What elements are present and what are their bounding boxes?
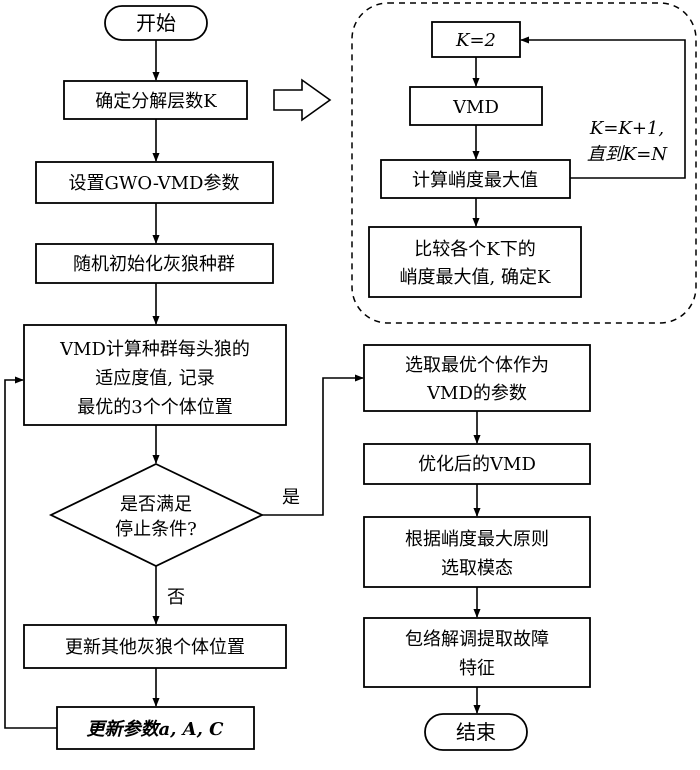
set-params-label: 设置GWO-VMD参数 <box>69 173 240 194</box>
end-label: 结束 <box>456 720 496 744</box>
loop-label-line-2: 直到K=N <box>587 144 669 165</box>
compare-line-2: 峭度最大值, 确定K <box>400 267 551 288</box>
edge-label-no: 否 <box>167 587 185 608</box>
update-positions-label: 更新其他灰狼个体位置 <box>65 637 245 658</box>
update-positions-node <box>23 624 287 669</box>
hollow-arrow-to-subprocess <box>273 78 332 122</box>
determine-k-label: 确定分解层数K <box>95 91 217 112</box>
envelope-node <box>363 617 591 688</box>
arrow-loop-back <box>4 376 57 729</box>
vmd-fitness-line-1: VMD计算种群每头狼的 <box>59 339 250 360</box>
sub-vmd-label: VMD <box>452 97 499 118</box>
arrow-decision-yes <box>262 374 364 516</box>
arrow-subprocess-loop <box>520 36 686 179</box>
optimized-vmd-label: 优化后的VMD <box>418 454 536 475</box>
sub-vmd-node <box>409 86 543 126</box>
compare-node <box>368 226 582 298</box>
envelope-line-2: 特征 <box>459 658 495 679</box>
select-mode-node <box>363 516 591 588</box>
vmd-fitness-line-3: 最优的3个个体位置 <box>77 397 232 418</box>
stop-condition-decision <box>48 463 265 567</box>
update-params-label: 更新参数a, A, C <box>86 719 224 740</box>
stop-condition-line-1: 是否满足 <box>120 494 192 515</box>
max-kurtosis-label: 计算峭度最大值 <box>412 170 538 191</box>
k-init-node <box>431 21 521 58</box>
set-params-node <box>35 161 274 204</box>
stop-condition-line-2: 停止条件? <box>115 519 197 540</box>
compare-line-1: 比较各个K下的 <box>414 239 535 260</box>
select-mode-line-2: 选取模态 <box>441 558 513 579</box>
edge-label-yes: 是 <box>282 487 300 508</box>
vmd-fitness-line-2: 适应度值, 记录 <box>95 368 214 389</box>
init-population-node <box>35 243 274 284</box>
k-init-label: K=2 <box>455 30 496 51</box>
select-best-node <box>363 344 591 412</box>
subprocess-container <box>351 2 697 324</box>
envelope-line-1: 包络解调提取故障 <box>405 629 549 650</box>
select-best-line-1: 选取最优个体作为 <box>405 355 549 376</box>
loop-label-line-1: K=K+1, <box>589 118 664 139</box>
start-label: 开始 <box>136 11 176 35</box>
determine-k-node <box>63 80 248 120</box>
vmd-fitness-node <box>23 324 287 426</box>
init-population-label: 随机初始化灰狼种群 <box>73 254 235 275</box>
select-best-line-2: VMD的参数 <box>426 383 527 404</box>
end-node <box>424 713 528 751</box>
select-mode-line-1: 根据峭度最大原则 <box>405 529 549 550</box>
